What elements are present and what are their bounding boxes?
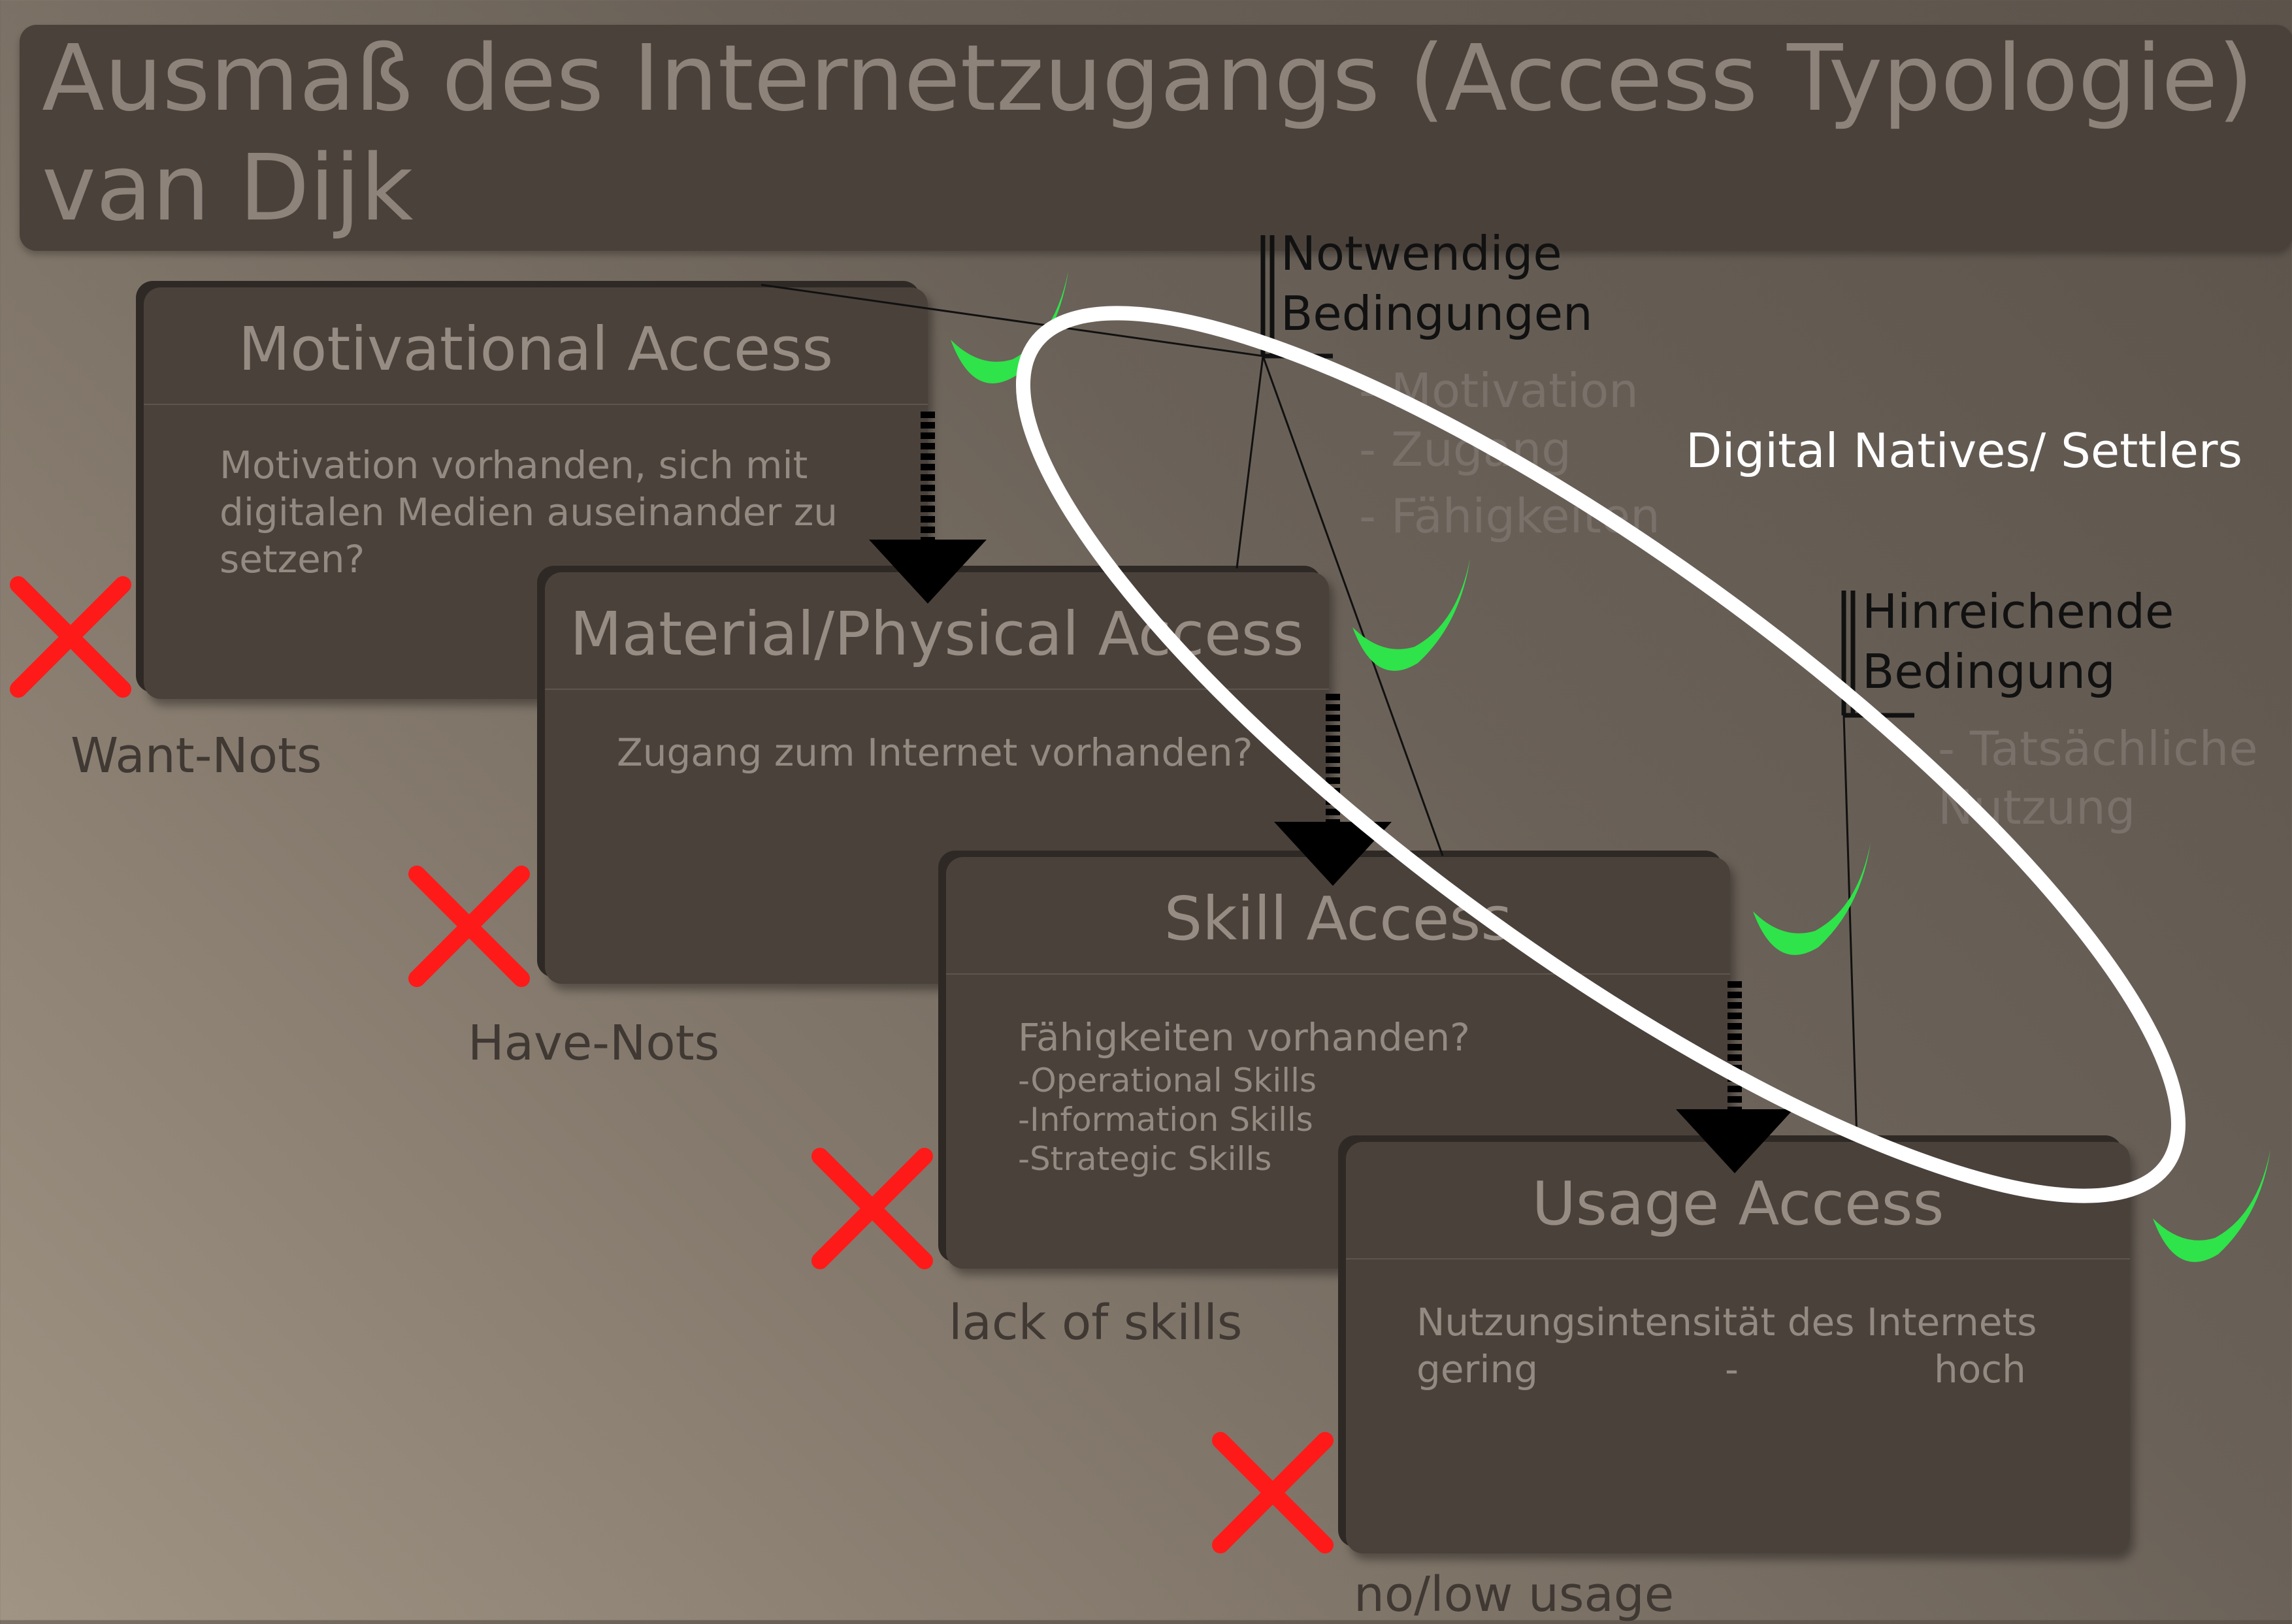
check-mark-icon (1352, 559, 1470, 671)
digital-natives-ellipse (1015, 306, 2186, 1203)
check-mark-icon (1753, 843, 1871, 955)
card-body-line: Motivation vorhanden, sich mit (220, 443, 808, 487)
label-no-low-usage: no/low usage (1354, 1567, 1675, 1623)
heading-line: Bedingungen (1281, 286, 1593, 341)
down-arrow-icon (1676, 981, 1793, 1173)
page-title: Ausmaß des Internetzugangs (Access Typol… (42, 25, 2254, 132)
usage-scale-low: gering (1416, 1347, 1539, 1391)
title-bar (20, 25, 2292, 251)
red-x-icon (10, 576, 131, 698)
card-body: Nutzungsintensität des Internets (1416, 1299, 2037, 1346)
card-body-line: digitalen Medien auseinander zu (220, 490, 838, 534)
label-want-nots: Want-Nots (71, 728, 322, 784)
red-x-icon (811, 1148, 933, 1269)
page-title-author: van Dijk (42, 135, 414, 242)
skill-item: -Strategic Skills (1018, 1140, 1272, 1178)
card-body: Fähigkeiten vorhanden? -Operational Skil… (1018, 1014, 1470, 1178)
usage-scale-separator: - (1725, 1347, 1739, 1391)
digital-natives-label: Digital Natives/ Settlers (1686, 423, 2243, 478)
card-divider (946, 973, 1730, 975)
connector-lines (761, 284, 1858, 1141)
card-divider (1346, 1258, 2130, 1259)
check-mark-icon (2153, 1150, 2270, 1262)
card-divider (545, 689, 1329, 690)
card-body-line: Nutzungsintensität des Internets (1416, 1300, 2037, 1344)
card-title: Usage Access (1531, 1169, 1944, 1239)
red-x-icon (408, 866, 530, 987)
label-lack-of-skills: lack of skills (949, 1295, 1243, 1351)
card-body: Zugang zum Internet vorhanden? (617, 729, 1252, 776)
heading-line: Bedingung (1862, 644, 2116, 699)
necessary-conditions-heading: Notwendige Bedingungen (1281, 223, 1593, 344)
sufficient-condition-heading: Hinreichende Bedingung (1862, 581, 2174, 702)
card-body-line: Zugang zum Internet vorhanden? (617, 730, 1253, 775)
heading-line: Hinreichende (1862, 584, 2174, 639)
skill-item: -Operational Skills (1018, 1062, 1317, 1099)
card-body-line: setzen? (220, 537, 365, 581)
card-title: Motivational Access (238, 314, 834, 384)
card-usage-access: Usage Access Nutzungsintensität des Inte… (1346, 1142, 2130, 1553)
card-body: Motivation vorhanden, sich mit digitalen… (220, 442, 838, 583)
heading-line: Notwendige (1281, 226, 1562, 281)
label-have-nots: Have-Nots (468, 1015, 720, 1071)
down-arrow-icon (869, 412, 987, 604)
sufficient-item-line1: - Tatsächliche (1938, 721, 2258, 776)
usage-scale-high: hoch (1934, 1347, 2026, 1391)
red-x-icon (1212, 1432, 1334, 1553)
necessary-bracket (1260, 235, 1333, 359)
skill-item: -Information Skills (1018, 1101, 1313, 1139)
check-mark-icon (951, 271, 1068, 383)
card-divider (144, 404, 928, 405)
card-body-line: Fähigkeiten vorhanden? (1018, 1015, 1470, 1060)
